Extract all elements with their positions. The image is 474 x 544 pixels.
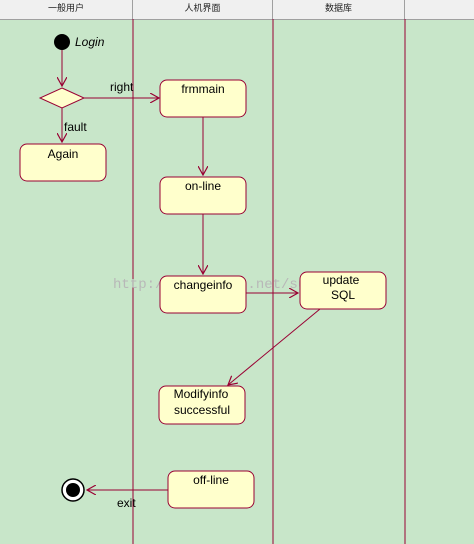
node-modifyinfo-line1: Modifyinfo <box>174 387 229 401</box>
node-again-label: Again <box>48 147 79 161</box>
lane-header-ui: 人机界面 <box>133 0 273 19</box>
node-again <box>19 143 107 182</box>
node-update-sql-line2: SQL <box>331 288 355 302</box>
login-label: Login <box>75 35 105 49</box>
node-frmmain-label: frmmain <box>181 82 224 96</box>
decision-node <box>38 87 86 109</box>
node-offline-label: off-line <box>193 473 229 487</box>
node-online-label: on-line <box>185 179 221 193</box>
start-node <box>54 34 70 50</box>
swimlane-header: 一般用户 人机界面 数据库 <box>0 0 474 20</box>
lane-header-database: 数据库 <box>273 0 405 19</box>
edge-label-exit: exit <box>117 496 136 510</box>
node-update-sql-line1: update <box>323 273 360 287</box>
end-node-inner <box>66 483 80 497</box>
edge-label-fault: fault <box>64 120 87 134</box>
node-modifyinfo-line2: successful <box>174 403 230 417</box>
lane-header-user: 一般用户 <box>0 0 133 19</box>
edge-update-modifyinfo <box>228 308 321 385</box>
node-modifyinfo <box>158 385 246 425</box>
node-changeinfo <box>159 275 247 314</box>
node-changeinfo-label: changeinfo <box>174 278 233 292</box>
node-update-sql <box>299 271 387 310</box>
edge-label-right: right <box>110 80 134 94</box>
